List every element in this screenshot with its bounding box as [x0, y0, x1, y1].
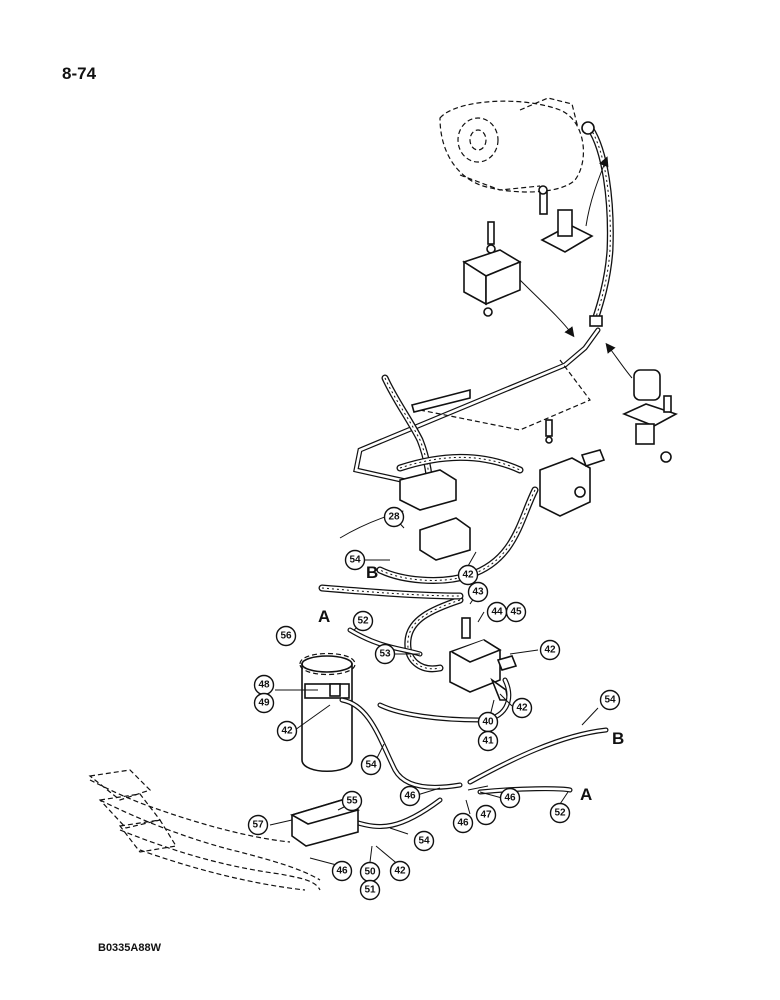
svg-text:43: 43 — [472, 587, 484, 598]
svg-text:56: 56 — [280, 631, 292, 642]
callout-46-a: 46 — [399, 785, 421, 807]
svg-text:50: 50 — [364, 867, 376, 878]
callout-54-upper: 54 — [344, 549, 366, 571]
svg-text:41: 41 — [482, 736, 494, 747]
callout-55: 55 — [341, 790, 363, 812]
callout-56: 56 — [275, 625, 297, 647]
svg-text:57: 57 — [252, 820, 264, 831]
steel-tube — [353, 327, 601, 485]
pilot-manifold — [289, 799, 360, 847]
svg-text:B: B — [366, 563, 378, 582]
svg-text:46: 46 — [404, 791, 416, 802]
svg-text:42: 42 — [462, 570, 474, 581]
svg-text:42: 42 — [516, 703, 528, 714]
callout-48: 48 — [253, 674, 275, 696]
callout-47: 47 — [475, 804, 497, 826]
svg-text:54: 54 — [604, 695, 616, 706]
callout-40: 40 — [477, 711, 499, 733]
svg-text:46: 46 — [336, 866, 348, 877]
suction-adapter — [621, 369, 678, 463]
callout-46-c: 46 — [452, 812, 474, 834]
svg-text:52: 52 — [357, 616, 369, 627]
callout-54-lower: 54 — [413, 830, 435, 852]
svg-text:46: 46 — [457, 818, 469, 829]
svg-text:51: 51 — [364, 885, 376, 896]
mount-bracket — [411, 359, 591, 444]
svg-text:A: A — [580, 785, 592, 804]
svg-text:47: 47 — [480, 810, 492, 821]
callout-57: 57 — [247, 814, 269, 836]
svg-text:54: 54 — [365, 760, 377, 771]
callout-50: 50 — [359, 861, 381, 883]
callout-52-lower: 52 — [549, 802, 571, 824]
callout-42-filter: 42 — [276, 720, 298, 742]
svg-text:40: 40 — [482, 717, 494, 728]
pilot-hoses-ghost — [88, 769, 321, 891]
letter-b-upper: B — [366, 563, 378, 582]
callout-42-mid: 42 — [511, 697, 533, 719]
callout-42-lower: 42 — [389, 860, 411, 882]
callout-44: 44 — [486, 601, 508, 623]
svg-text:42: 42 — [394, 866, 406, 877]
letter-a-lower: A — [580, 785, 592, 804]
svg-text:B: B — [612, 729, 624, 748]
svg-text:53: 53 — [379, 649, 391, 660]
flange-fitting — [538, 185, 594, 253]
callout-54-right: 54 — [599, 689, 621, 711]
svg-text:42: 42 — [544, 645, 556, 656]
valve-block-upper — [399, 449, 606, 561]
valve-block-lower — [449, 617, 518, 701]
tube-clamp — [462, 221, 522, 317]
callout-51: 51 — [359, 879, 381, 901]
filter-canister — [299, 652, 356, 772]
callout-52-upper: 52 — [352, 610, 374, 632]
callout-54-mid: 54 — [360, 754, 382, 776]
svg-text:A: A — [318, 607, 330, 626]
svg-text:45: 45 — [510, 607, 522, 618]
svg-text:42: 42 — [281, 726, 293, 737]
callout-42-upper: 42 — [457, 564, 479, 586]
callout-43: 43 — [467, 581, 489, 603]
callout-53: 53 — [374, 643, 396, 665]
callout-49: 49 — [253, 692, 275, 714]
pump-ghost — [439, 97, 584, 193]
svg-text:44: 44 — [491, 607, 503, 618]
svg-text:52: 52 — [554, 808, 566, 819]
figure-code: B0335A88W — [98, 942, 161, 954]
svg-text:49: 49 — [258, 698, 270, 709]
svg-text:55: 55 — [346, 796, 358, 807]
letter-b-lower: B — [612, 729, 624, 748]
svg-text:46: 46 — [504, 793, 516, 804]
svg-text:54: 54 — [349, 555, 361, 566]
callout-45: 45 — [505, 601, 527, 623]
callout-46-d: 46 — [331, 860, 353, 882]
callout-46-b: 46 — [499, 787, 521, 809]
svg-text:54: 54 — [418, 836, 430, 847]
letter-a-upper: A — [318, 607, 330, 626]
callout-28: 28 — [383, 506, 405, 528]
page-number: 8-74 — [62, 64, 97, 83]
pump-supply-hose — [581, 121, 614, 327]
svg-text:48: 48 — [258, 680, 270, 691]
callout-42-right: 42 — [539, 639, 561, 661]
svg-text:28: 28 — [388, 512, 400, 523]
callout-41: 41 — [477, 730, 499, 752]
